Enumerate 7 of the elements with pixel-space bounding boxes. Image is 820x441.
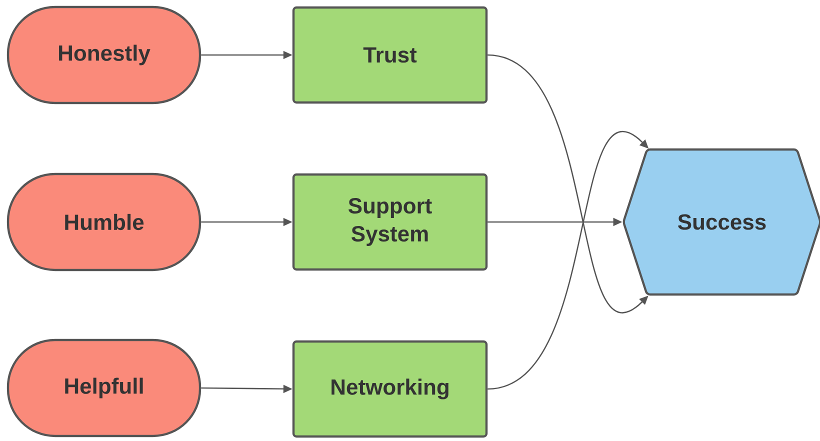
rounded-box: Helpfull xyxy=(6,338,202,438)
process-box: Support System xyxy=(292,173,488,271)
rounded-box: Honestly xyxy=(6,6,202,104)
rounded-box: Humble xyxy=(6,172,202,272)
hexagon: Success xyxy=(622,148,820,296)
process-box: Networking xyxy=(292,340,488,438)
process-box: Trust xyxy=(292,6,488,104)
